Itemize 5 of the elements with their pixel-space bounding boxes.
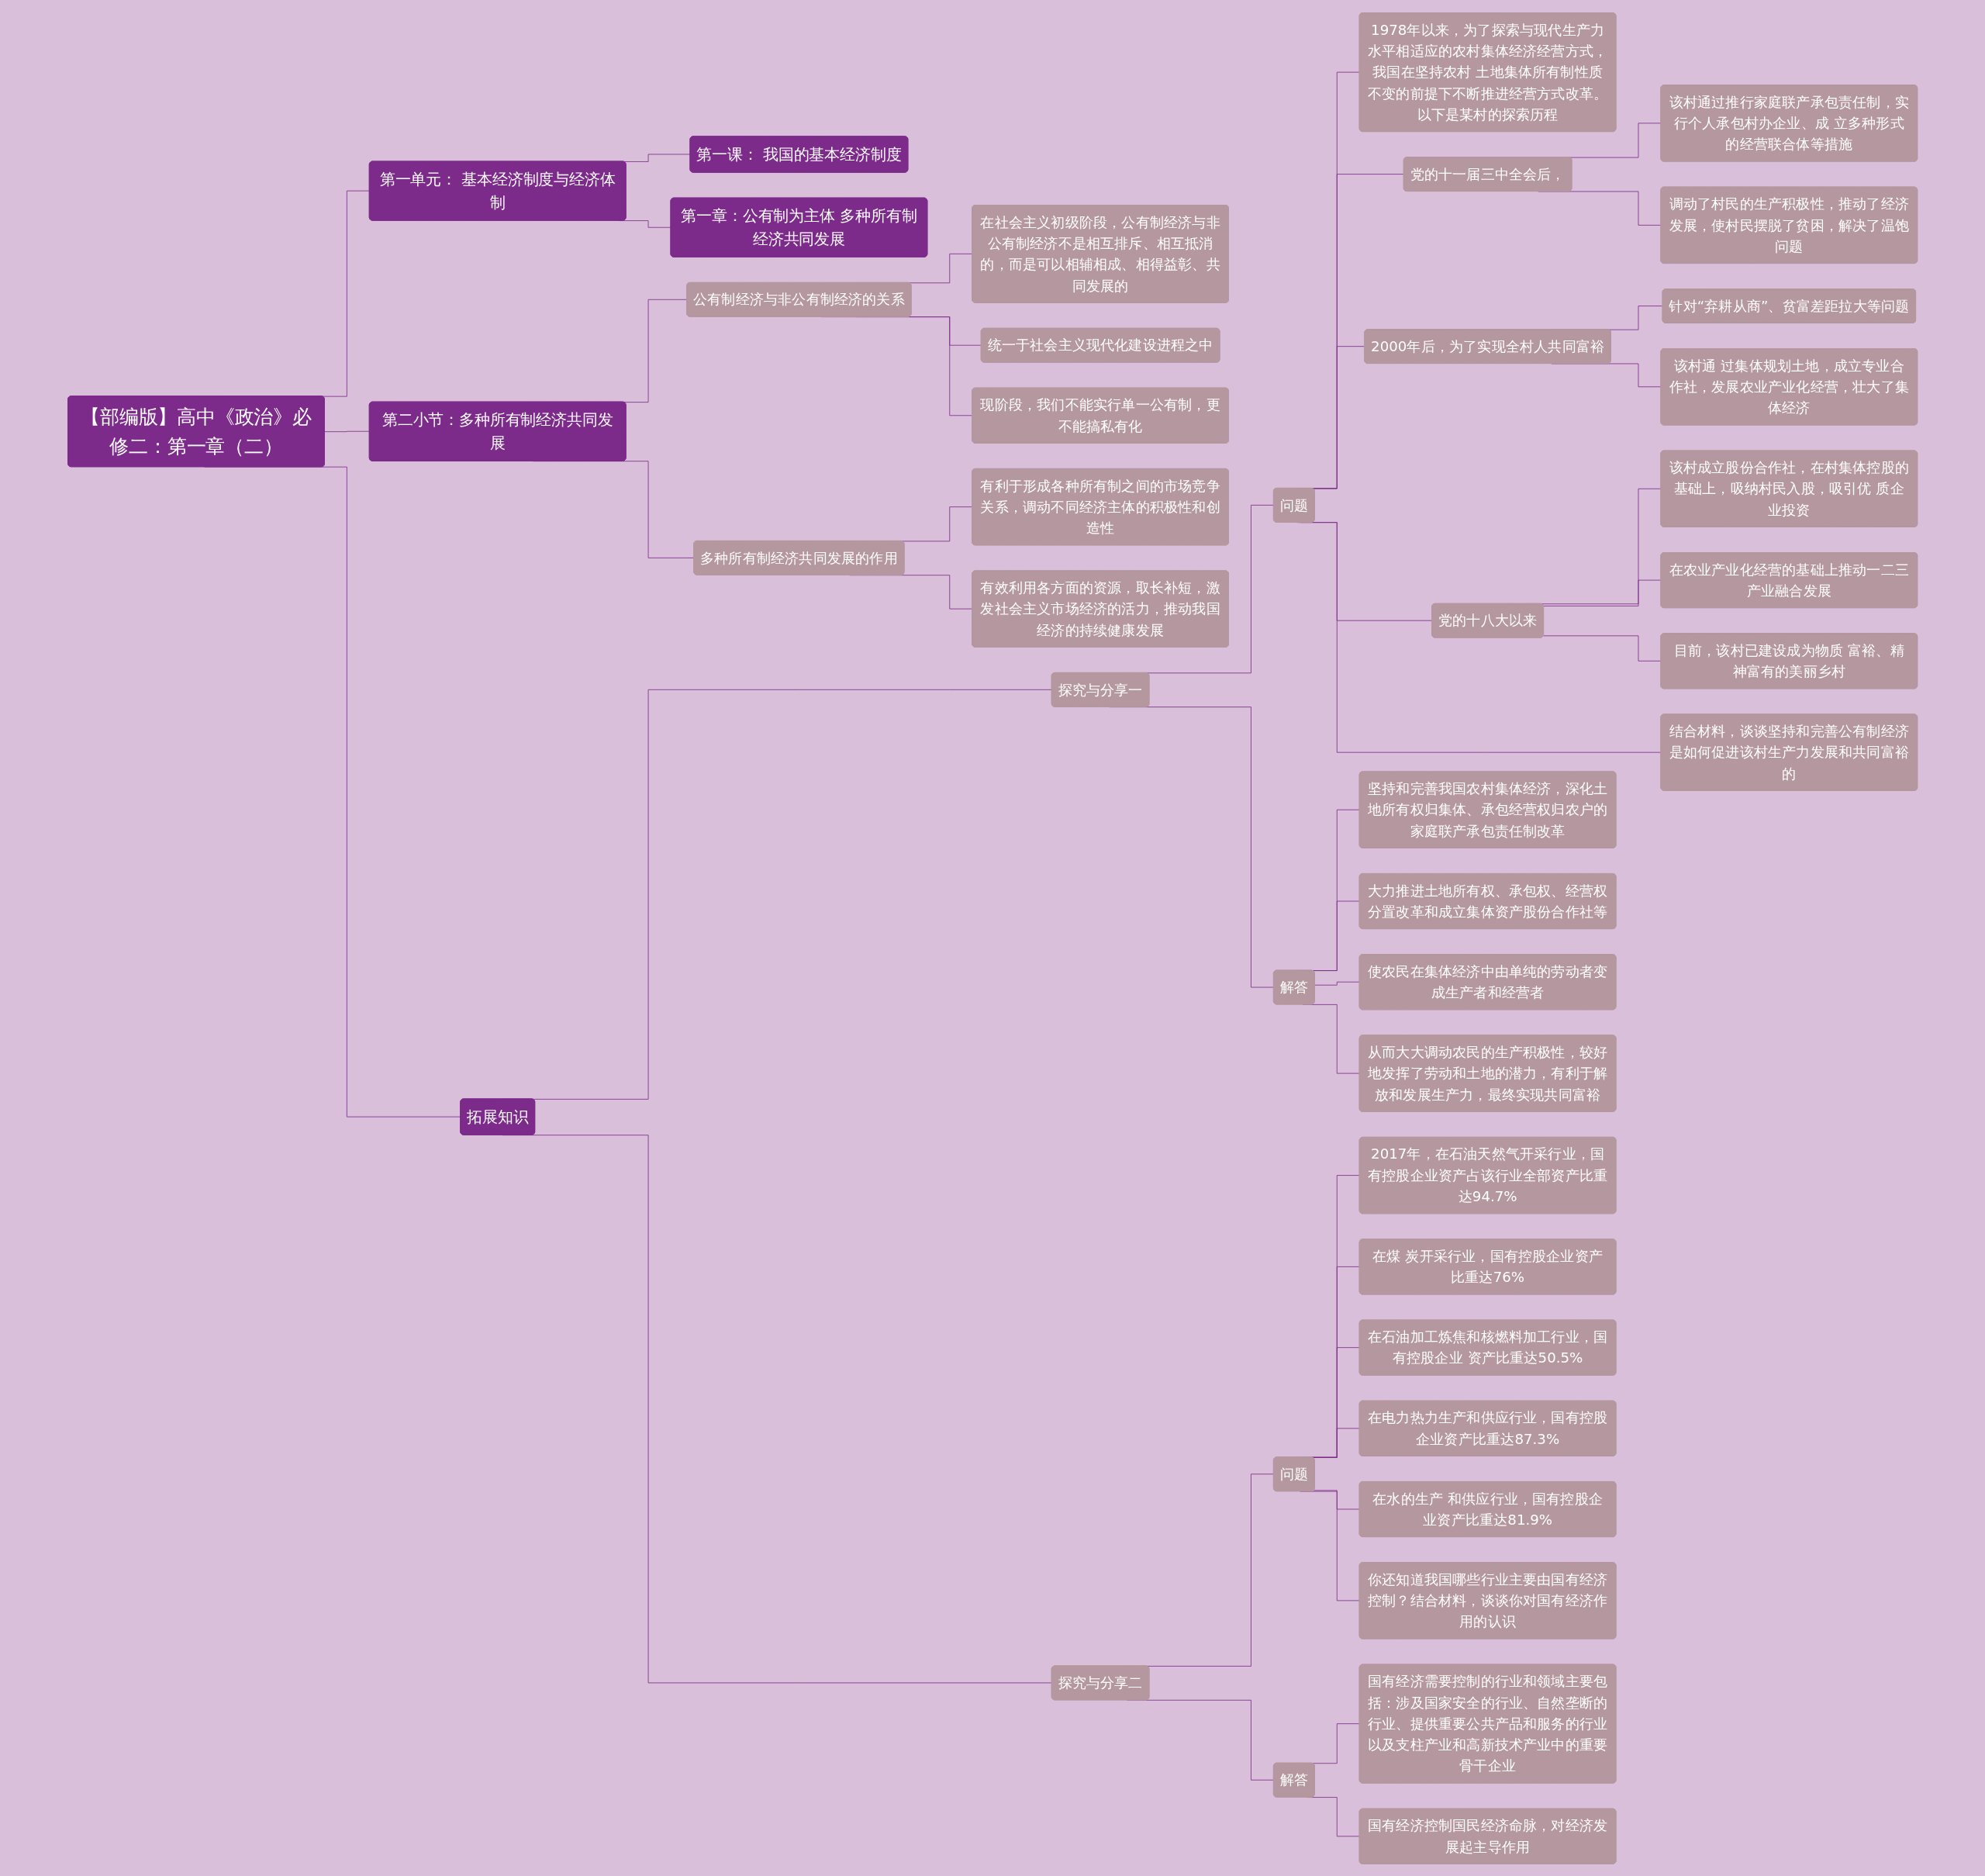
connector [324, 430, 370, 432]
connector [1543, 579, 1662, 606]
connector [1314, 981, 1360, 986]
connector [1543, 634, 1662, 662]
connector [1314, 1489, 1360, 1510]
